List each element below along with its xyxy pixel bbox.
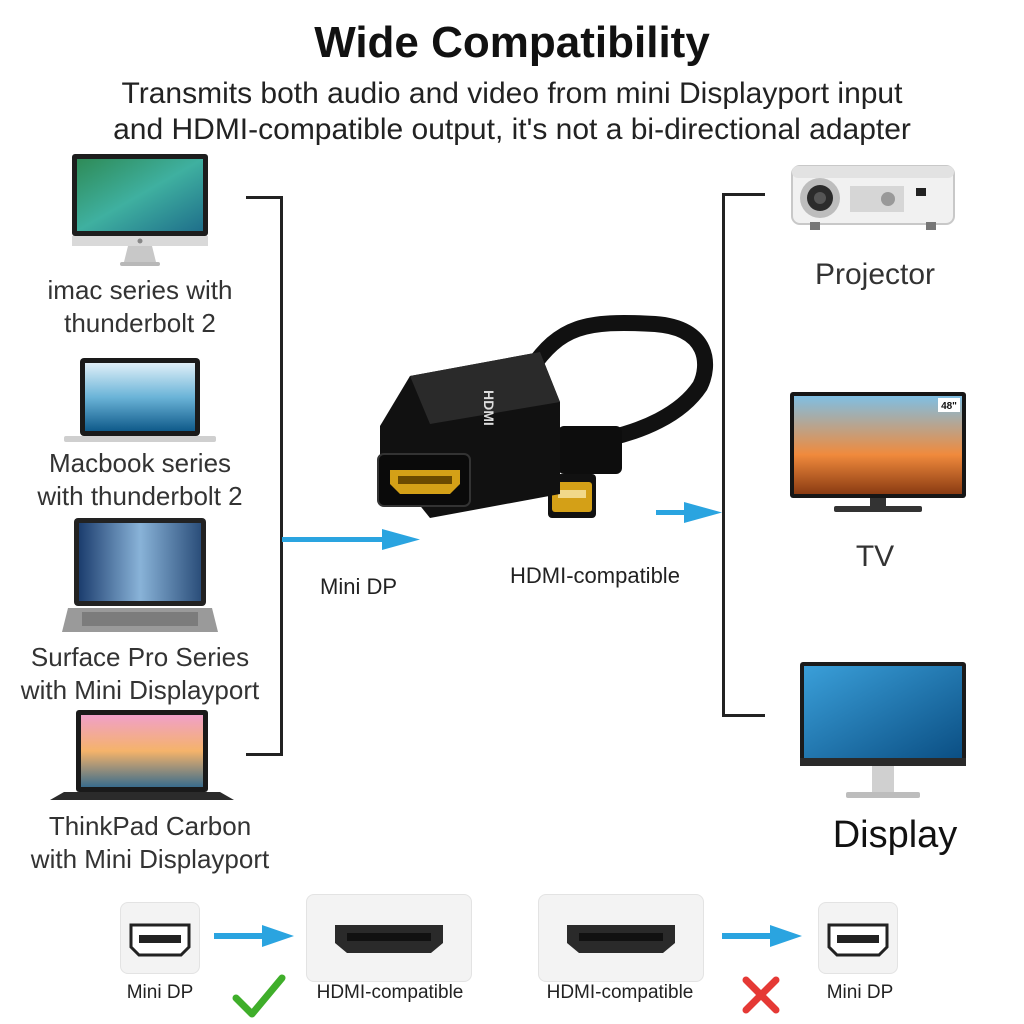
macbook-icon bbox=[62, 356, 218, 446]
output-projector-label: Projector bbox=[814, 258, 936, 291]
output-bracket bbox=[722, 193, 765, 717]
source-thinkpad-label: ThinkPad Carbon with Mini Displayport bbox=[30, 811, 270, 874]
page-subtitle: Transmits both audio and video from mini… bbox=[0, 76, 1024, 148]
source-macbook-label: Macbook series with thunderbolt 2 bbox=[37, 448, 243, 511]
valid-to-label: HDMI-compatible bbox=[316, 982, 464, 1003]
adapter-cable-icon: HDMI bbox=[370, 306, 730, 546]
input-label: Mini DP bbox=[320, 574, 398, 599]
source-bracket bbox=[246, 196, 283, 756]
monitor-icon bbox=[798, 660, 968, 802]
invalid-from-label: HDMI-compatible bbox=[546, 982, 694, 1003]
check-icon bbox=[232, 972, 286, 1020]
output-label: HDMI-compatible bbox=[510, 563, 680, 588]
minidp-port-icon-2 bbox=[818, 902, 898, 974]
tv-icon: 48" bbox=[788, 390, 968, 514]
hdmi-port-icon bbox=[306, 894, 472, 982]
hdmi-port-icon-2 bbox=[538, 894, 704, 982]
valid-arrow-icon bbox=[214, 924, 294, 948]
subtitle-line-2: and HDMI-compatible output, it's not a b… bbox=[113, 113, 911, 146]
source-surface-label: Surface Pro Series with Mini Displayport bbox=[20, 642, 260, 705]
adapter-housing-text: HDMI bbox=[481, 390, 497, 426]
page-title: Wide Compatibility bbox=[314, 18, 710, 67]
invalid-to-label: Mini DP bbox=[826, 982, 894, 1003]
minidp-port-icon bbox=[120, 902, 200, 974]
output-display-label: Display bbox=[832, 814, 958, 856]
subtitle-line-1: Transmits both audio and video from mini… bbox=[121, 77, 903, 110]
surface-pro-icon bbox=[62, 516, 218, 634]
valid-from-label: Mini DP bbox=[126, 982, 194, 1003]
tv-size-badge: 48" bbox=[941, 401, 957, 412]
input-arrow-icon bbox=[282, 527, 422, 553]
invalid-arrow-icon bbox=[722, 924, 802, 948]
source-imac-label: imac series with thunderbolt 2 bbox=[47, 275, 233, 338]
output-arrow-icon bbox=[656, 500, 722, 526]
imac-icon bbox=[70, 152, 210, 268]
projector-icon bbox=[790, 158, 956, 232]
cross-icon bbox=[738, 972, 784, 1018]
output-tv-label: TV bbox=[855, 540, 895, 573]
thinkpad-icon bbox=[50, 708, 234, 802]
